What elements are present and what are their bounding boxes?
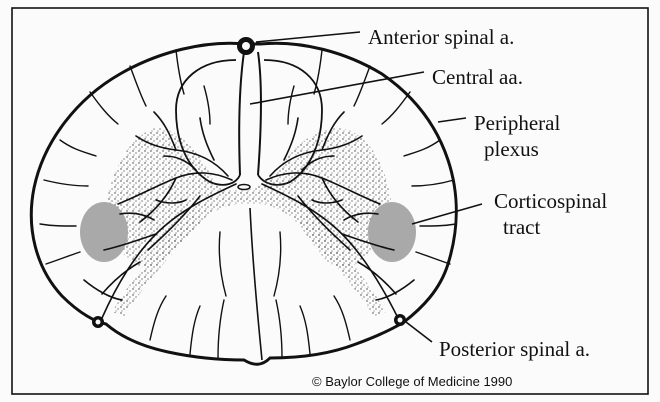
anterior-spinal-label: Anterior spinal a. <box>368 26 514 49</box>
corticospinal-tract-label-line2: tract <box>503 216 540 239</box>
peripheral-plexus-label-line1: Peripheral <box>474 112 560 135</box>
central-arteries-label: Central aa. <box>432 66 523 89</box>
peripheral-plexus-label-line2: plexus <box>484 138 539 161</box>
anterior-median-fissure <box>239 52 261 175</box>
copyright-notice: © Baylor College of Medicine 1990 <box>312 374 512 389</box>
left-corticospinal-tract <box>80 202 128 262</box>
corticospinal-tract-label-line1: Corticospinal <box>494 190 607 213</box>
central-canal <box>238 185 250 190</box>
posterior-median-septum <box>250 208 262 360</box>
posterior-spinal-label: Posterior spinal a. <box>439 338 590 361</box>
right-corticospinal-tract <box>368 202 416 262</box>
